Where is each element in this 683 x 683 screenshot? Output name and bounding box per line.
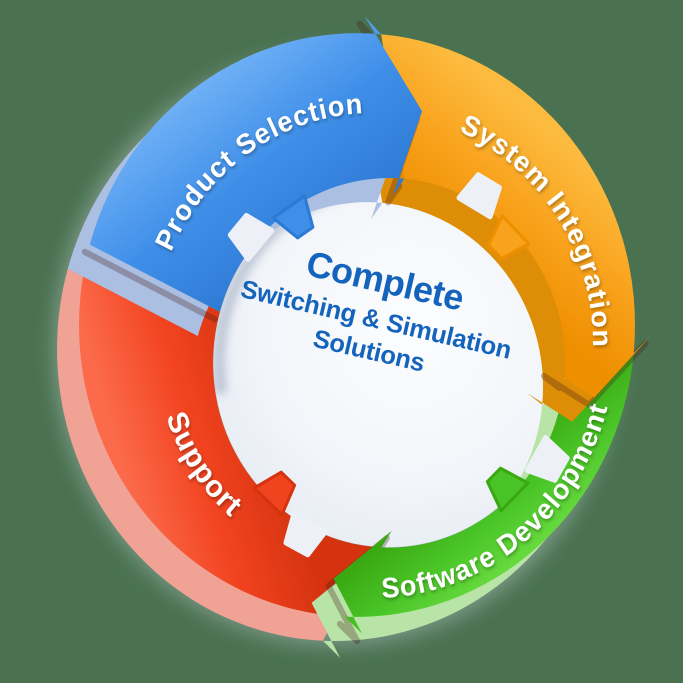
notch-support bbox=[283, 510, 329, 558]
tab-system-integration bbox=[486, 214, 531, 261]
segment-support bbox=[79, 244, 382, 617]
segment-product-selection bbox=[89, 16, 423, 312]
segment-system-integration bbox=[381, 34, 651, 398]
tab-support bbox=[252, 470, 297, 517]
tab-product-selection bbox=[271, 194, 315, 240]
junction-shadow-tail-product-selection bbox=[81, 248, 218, 323]
notch-system-integration bbox=[456, 172, 502, 220]
notch-product-selection bbox=[227, 212, 275, 262]
notch-software-development bbox=[524, 435, 570, 483]
tab-software-development bbox=[485, 466, 530, 513]
segment-group-product-selection: Product Selection bbox=[67, 16, 423, 337]
junction-shadow-system-integration bbox=[540, 340, 649, 409]
segment-software-development bbox=[333, 352, 634, 634]
